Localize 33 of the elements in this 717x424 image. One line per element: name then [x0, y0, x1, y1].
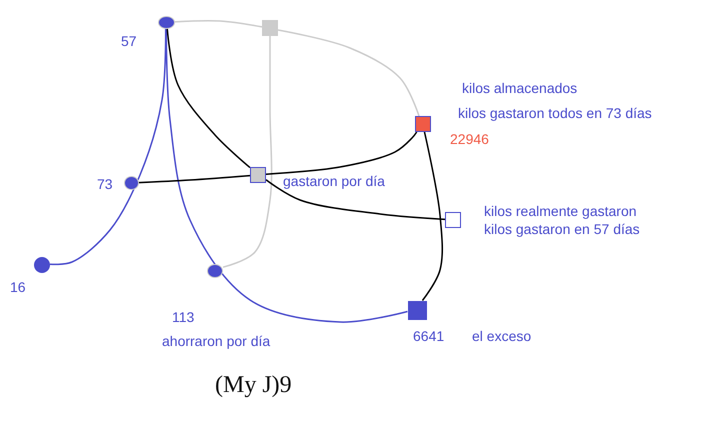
node-label: 113	[172, 309, 194, 325]
node-label: 22946	[450, 131, 489, 147]
square-marker	[262, 20, 278, 36]
connector-line	[278, 29, 420, 116]
node-label: kilos realmente gastaron	[484, 203, 637, 219]
connector-line	[50, 28, 166, 266]
node-label: 16	[10, 279, 26, 295]
connector-line	[266, 132, 418, 175]
node-label: kilos almacenados	[462, 80, 578, 96]
connector-line	[222, 36, 272, 268]
connector-line	[266, 179, 446, 220]
node-label: kilos gastaron todos en 73 días	[458, 105, 652, 121]
caption: (My J)9	[215, 372, 292, 399]
node-label: 6641	[413, 328, 444, 344]
node-label: 57	[121, 33, 137, 49]
node-label: kilos gastaron en 57 días	[484, 221, 640, 237]
circle-marker	[207, 264, 223, 278]
square-marker	[415, 116, 431, 132]
square-marker	[408, 300, 426, 320]
square-marker	[445, 212, 461, 228]
circle-marker	[158, 16, 174, 28]
connector-line	[166, 28, 408, 323]
node-label: ahorraron por día	[162, 333, 270, 349]
connector-line	[174, 20, 262, 28]
circle-marker	[124, 176, 138, 190]
node-label: gastaron por día	[283, 173, 385, 189]
connector-line	[422, 132, 444, 301]
circle-marker	[34, 257, 50, 273]
square-marker	[250, 167, 266, 183]
connector-line	[138, 174, 250, 184]
node-label: 73	[97, 176, 113, 192]
connector-line	[166, 28, 250, 168]
node-label: el exceso	[472, 328, 532, 344]
